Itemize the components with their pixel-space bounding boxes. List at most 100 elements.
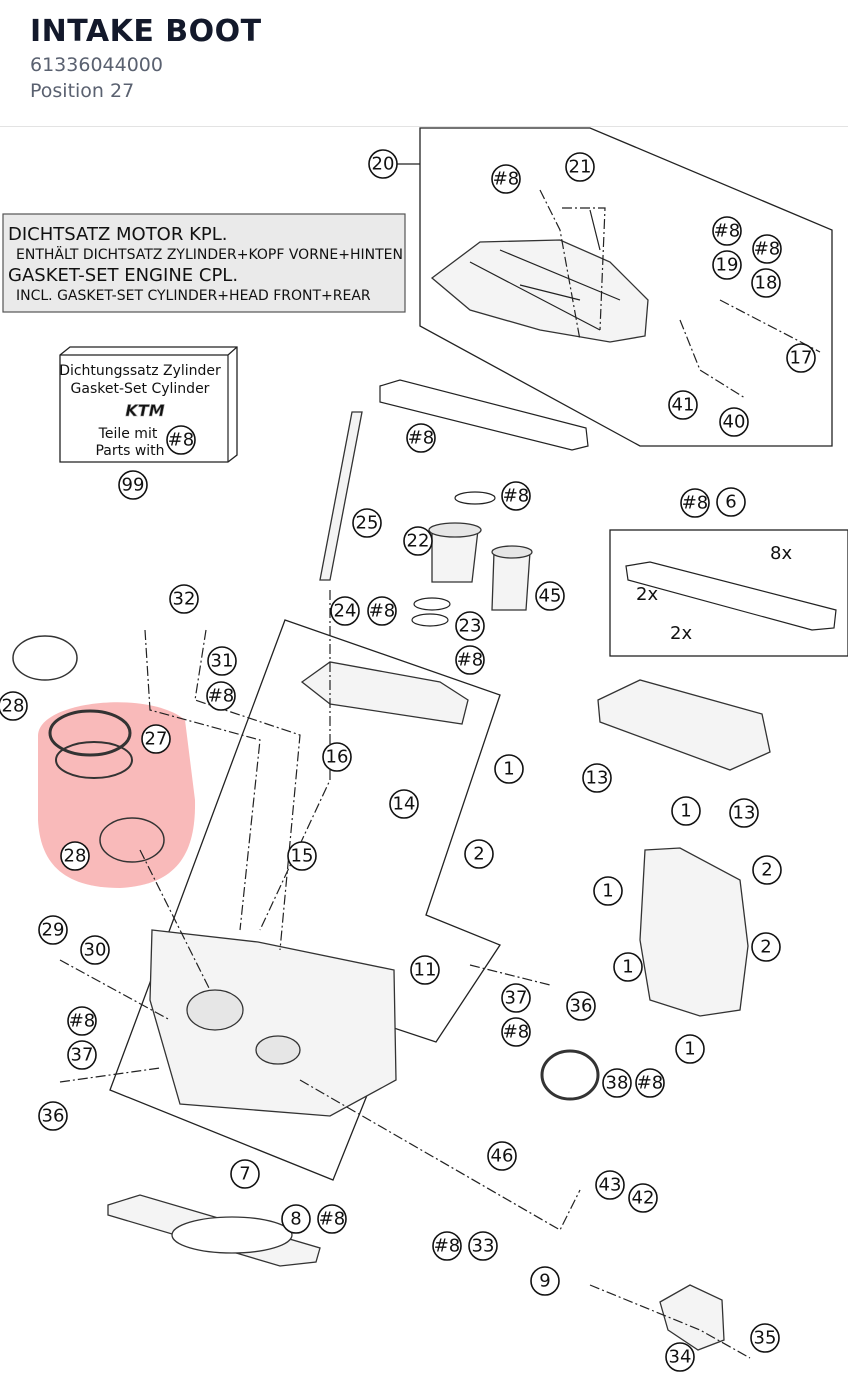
callout-ref-8[interactable]: #8 bbox=[752, 234, 782, 264]
callout-1[interactable]: 1 bbox=[671, 796, 701, 826]
callout-27[interactable]: 27 bbox=[141, 724, 171, 754]
callout-34[interactable]: 34 bbox=[665, 1342, 695, 1372]
part-number: 61336044000 bbox=[30, 54, 163, 76]
callout-1[interactable]: 1 bbox=[494, 754, 524, 784]
callout-22[interactable]: 22 bbox=[403, 526, 433, 556]
callout-2[interactable]: 2 bbox=[752, 855, 782, 885]
callout-ref-8[interactable]: #8 bbox=[491, 164, 521, 194]
callout-45[interactable]: 45 bbox=[535, 581, 565, 611]
callout-2[interactable]: 2 bbox=[464, 839, 494, 869]
callout-21[interactable]: 21 bbox=[565, 152, 595, 182]
callout-ref-8[interactable]: #8 bbox=[712, 216, 742, 246]
svg-text:15: 15 bbox=[291, 846, 314, 867]
callout-ref-8[interactable]: #8 bbox=[501, 1017, 531, 1047]
gasket-note-box: DICHTSATZ MOTOR KPL. ENTHÄLT DICHTSATZ Z… bbox=[2, 213, 406, 313]
callout-18[interactable]: 18 bbox=[751, 268, 781, 298]
callout-37[interactable]: 37 bbox=[67, 1040, 97, 1070]
callout-37[interactable]: 37 bbox=[501, 983, 531, 1013]
callout-28[interactable]: 28 bbox=[60, 841, 90, 871]
callout-7[interactable]: 7 bbox=[230, 1159, 260, 1189]
callout-36[interactable]: 36 bbox=[38, 1101, 68, 1131]
callout-38[interactable]: 38 bbox=[602, 1068, 632, 1098]
svg-text:19: 19 bbox=[716, 255, 739, 276]
svg-text:43: 43 bbox=[599, 1175, 622, 1196]
svg-text:21: 21 bbox=[569, 157, 592, 178]
gasket-note-line4: INCL. GASKET-SET CYLINDER+HEAD FRONT+REA… bbox=[16, 288, 371, 304]
qty-2x-a: 2x bbox=[636, 584, 658, 605]
callout-25[interactable]: 25 bbox=[352, 508, 382, 538]
svg-text:42: 42 bbox=[632, 1188, 655, 1209]
svg-text:29: 29 bbox=[42, 920, 65, 941]
gasket-note-line2: ENTHÄLT DICHTSATZ ZYLINDER+KOPF VORNE+HI… bbox=[16, 245, 403, 263]
svg-text:1: 1 bbox=[602, 881, 613, 902]
svg-text:#8: #8 bbox=[457, 650, 484, 671]
svg-text:#8: #8 bbox=[319, 1209, 346, 1230]
callout-16[interactable]: 16 bbox=[322, 742, 352, 772]
kit-box-ref-8[interactable]: #8 bbox=[166, 425, 196, 455]
callout-ref-8[interactable]: #8 bbox=[406, 423, 436, 453]
callout-8[interactable]: 8 bbox=[281, 1204, 311, 1234]
callout-42[interactable]: 42 bbox=[628, 1183, 658, 1213]
callout-20[interactable]: 20 bbox=[368, 149, 398, 179]
svg-text:23: 23 bbox=[459, 616, 482, 637]
gasket-set-frame bbox=[609, 529, 848, 657]
svg-text:1: 1 bbox=[503, 759, 514, 780]
svg-text:40: 40 bbox=[723, 412, 746, 433]
callout-33[interactable]: 33 bbox=[468, 1231, 498, 1261]
callout-30[interactable]: 30 bbox=[80, 935, 110, 965]
callout-19[interactable]: 19 bbox=[712, 250, 742, 280]
callout-15[interactable]: 15 bbox=[287, 841, 317, 871]
callout-46[interactable]: 46 bbox=[487, 1141, 517, 1171]
callout-99[interactable]: 99 bbox=[118, 470, 148, 500]
svg-text:2: 2 bbox=[760, 937, 771, 958]
callout-23[interactable]: 23 bbox=[455, 611, 485, 641]
callout-28[interactable]: 28 bbox=[0, 691, 28, 721]
valve-cover-frame bbox=[419, 127, 833, 447]
callout-ref-8[interactable]: #8 bbox=[635, 1068, 665, 1098]
svg-text:6: 6 bbox=[725, 492, 736, 513]
qty-2x-b: 2x bbox=[670, 623, 692, 644]
callout-ref-8[interactable]: #8 bbox=[455, 645, 485, 675]
callout-2[interactable]: 2 bbox=[751, 932, 781, 962]
callout-ref-8[interactable]: #8 bbox=[317, 1204, 347, 1234]
callout-9[interactable]: 9 bbox=[530, 1266, 560, 1296]
callout-13[interactable]: 13 bbox=[729, 798, 759, 828]
callout-29[interactable]: 29 bbox=[38, 915, 68, 945]
callout-ref-8[interactable]: #8 bbox=[680, 488, 710, 518]
svg-text:9: 9 bbox=[539, 1271, 550, 1292]
callout-41[interactable]: 41 bbox=[668, 390, 698, 420]
callout-35[interactable]: 35 bbox=[750, 1323, 780, 1353]
callout-ref-8[interactable]: #8 bbox=[367, 596, 397, 626]
cover-gasket bbox=[379, 379, 589, 451]
svg-text:13: 13 bbox=[586, 768, 609, 789]
callout-ref-8[interactable]: #8 bbox=[501, 481, 531, 511]
svg-text:28: 28 bbox=[64, 846, 87, 867]
callout-36[interactable]: 36 bbox=[566, 991, 596, 1021]
callout-ref-8[interactable]: #8 bbox=[432, 1231, 462, 1261]
svg-text:#8: #8 bbox=[168, 430, 195, 451]
callout-1[interactable]: 1 bbox=[675, 1034, 705, 1064]
part-title: INTAKE BOOT bbox=[30, 14, 262, 49]
svg-text:13: 13 bbox=[733, 803, 756, 824]
callout-14[interactable]: 14 bbox=[389, 789, 419, 819]
callout-1[interactable]: 1 bbox=[613, 952, 643, 982]
svg-text:2: 2 bbox=[761, 860, 772, 881]
thermostat-housing bbox=[659, 1284, 725, 1351]
gasket-note-line1: DICHTSATZ MOTOR KPL. bbox=[8, 224, 228, 245]
callout-24[interactable]: 24 bbox=[330, 596, 360, 626]
callout-ref-8[interactable]: #8 bbox=[67, 1006, 97, 1036]
callout-1[interactable]: 1 bbox=[593, 876, 623, 906]
callout-31[interactable]: 31 bbox=[207, 646, 237, 676]
gasket-note-line3: GASKET-SET ENGINE CPL. bbox=[8, 265, 238, 286]
callout-13[interactable]: 13 bbox=[582, 763, 612, 793]
callout-17[interactable]: 17 bbox=[786, 343, 816, 373]
callout-6[interactable]: 6 bbox=[716, 487, 746, 517]
callout-11[interactable]: 11 bbox=[410, 955, 440, 985]
gasket-kit-box: Dichtungssatz Zylinder Gasket-Set Cylind… bbox=[59, 346, 238, 463]
callout-40[interactable]: 40 bbox=[719, 407, 749, 437]
callout-ref-8[interactable]: #8 bbox=[206, 681, 236, 711]
callout-43[interactable]: 43 bbox=[595, 1170, 625, 1200]
svg-text:8: 8 bbox=[290, 1209, 301, 1230]
callout-32[interactable]: 32 bbox=[169, 584, 199, 614]
